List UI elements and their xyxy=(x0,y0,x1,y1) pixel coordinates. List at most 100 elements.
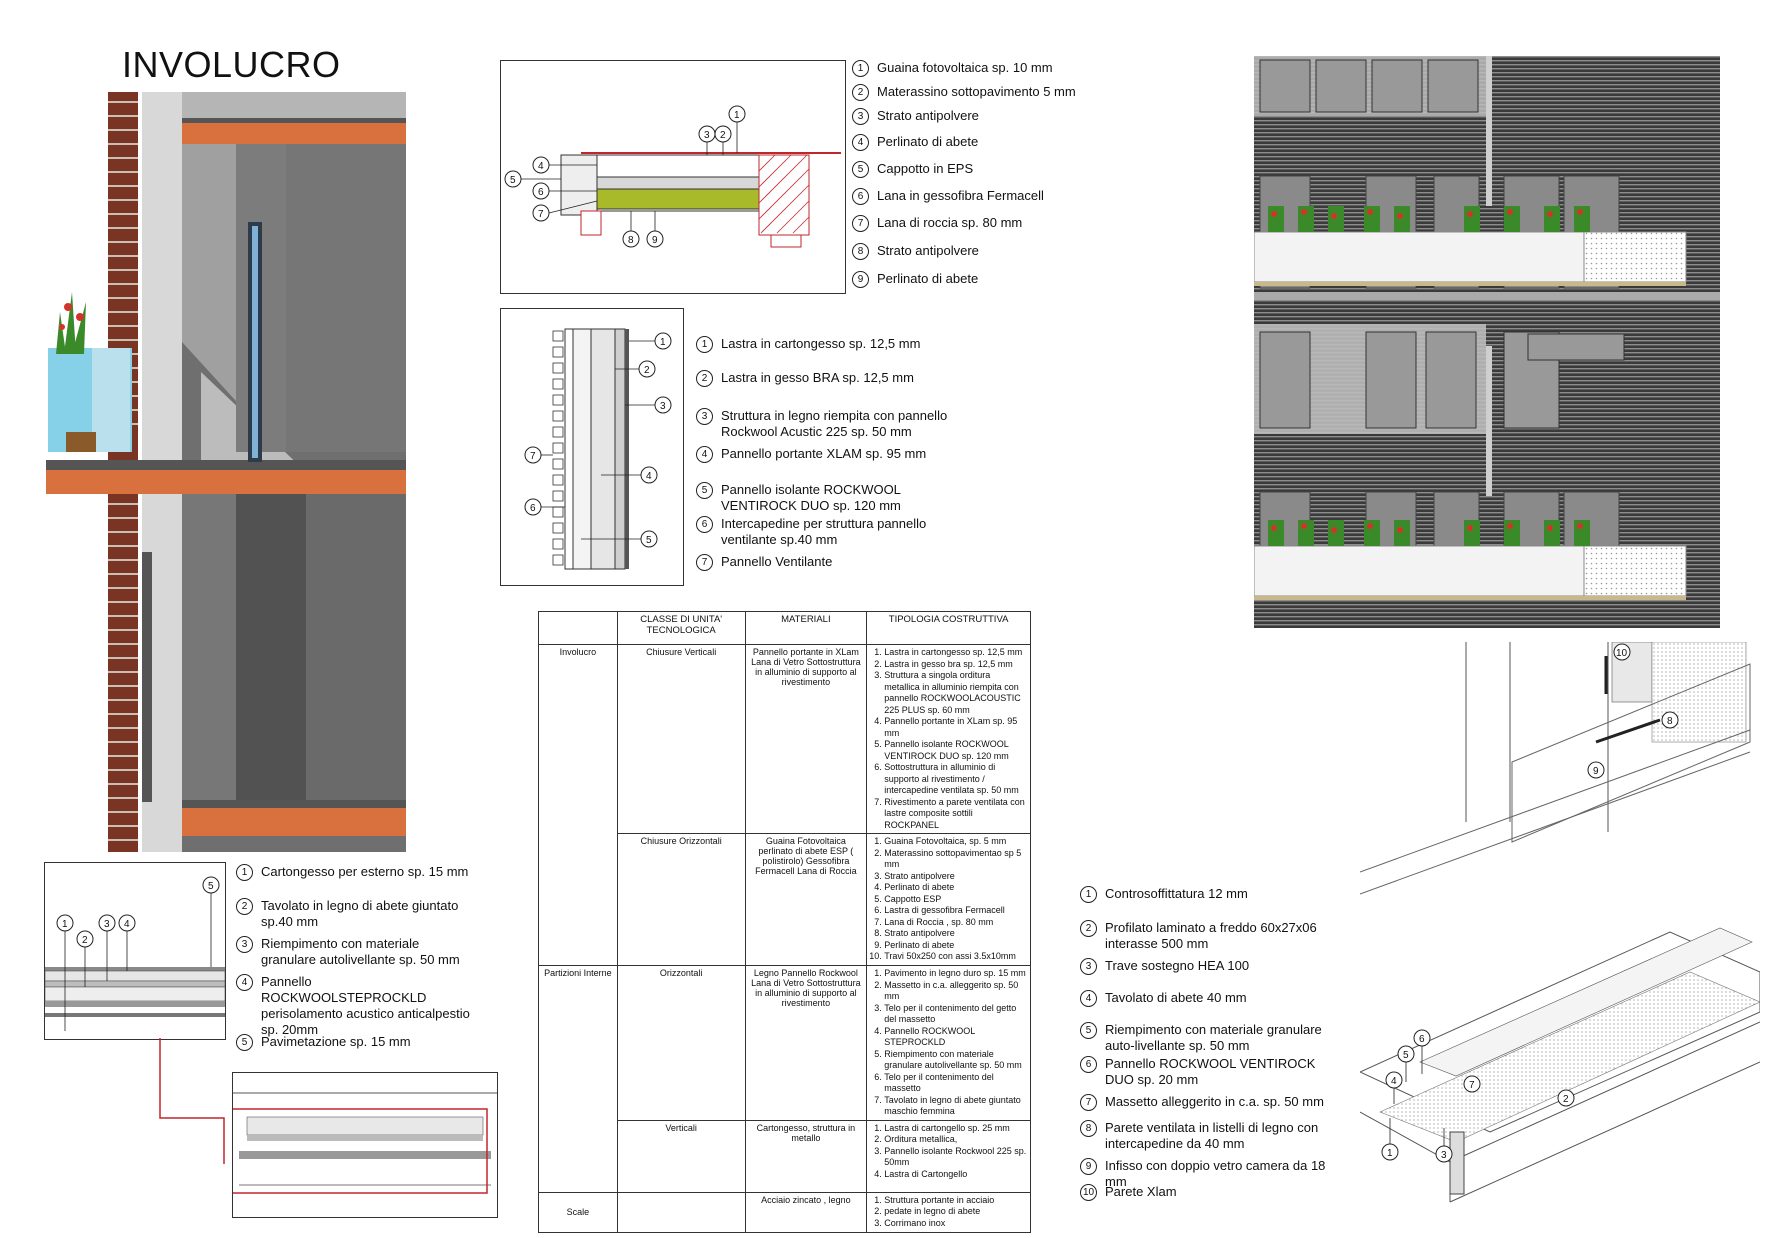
table-row: Involucro Chiusure Verticali Pannello po… xyxy=(538,644,1031,966)
svg-text:4: 4 xyxy=(124,919,130,930)
svg-text:3: 3 xyxy=(704,130,710,141)
tipologia-cell: Lastra di cartongello sp. 25 mm Orditura… xyxy=(866,1119,1031,1193)
table-row: Verticali Cartongesso, struttura in meta… xyxy=(539,1119,1031,1193)
tipologia-cell: Struttura portante in acciaio pedate in … xyxy=(866,1191,1031,1233)
zoom-connector xyxy=(159,1038,225,1164)
svg-text:7: 7 xyxy=(530,451,536,462)
svg-text:8: 8 xyxy=(1667,716,1673,727)
wall-detail-drawing: 1 2 3 4 5 6 7 xyxy=(524,328,672,570)
svg-text:6: 6 xyxy=(538,187,544,198)
svg-text:7: 7 xyxy=(1469,1080,1475,1091)
svg-text:5: 5 xyxy=(1403,1050,1409,1061)
materiali-cell: Pannello portante in XLam Lana di Vetro … xyxy=(744,644,868,834)
classe-cell: Chiusure Orizzontali xyxy=(616,833,746,966)
svg-text:4: 4 xyxy=(1391,1076,1397,1087)
floor-zoom-drawing xyxy=(228,1092,497,1194)
materiali-cell: Guaina Fotovoltaica perlinato di abete E… xyxy=(744,833,868,966)
tipologia-cell: Lastra in cartongesso sp. 12,5 mm Lastra… xyxy=(866,644,1031,834)
svg-text:3: 3 xyxy=(660,401,666,412)
svg-text:6: 6 xyxy=(1419,1034,1425,1045)
svg-text:9: 9 xyxy=(1593,766,1599,777)
svg-text:3: 3 xyxy=(1441,1150,1447,1161)
group-label: Scale xyxy=(538,1191,618,1233)
roof-detail-drawing: 1 2 3 4 5 6 7 8 9 xyxy=(504,105,841,248)
svg-text:7: 7 xyxy=(538,209,544,220)
classe-cell: Orizzontali xyxy=(616,965,746,1121)
svg-text:8: 8 xyxy=(628,235,634,246)
svg-text:4: 4 xyxy=(538,161,544,172)
facade-elevation xyxy=(1254,56,1720,628)
roof-detail-box: 1 2 3 4 5 6 7 8 9 xyxy=(500,60,846,294)
group-label: Involucro xyxy=(538,644,618,966)
wall-detail-box: 1 2 3 4 5 6 7 xyxy=(500,308,684,586)
group-label: Partizioni Interne xyxy=(538,965,618,1193)
table-header: CLASSE DI UNITA' TECNOLOGICA xyxy=(616,611,746,645)
svg-text:2: 2 xyxy=(1563,1094,1569,1105)
table-header-row: CLASSE DI UNITA' TECNOLOGICA MATERIALI T… xyxy=(538,611,1031,645)
table-row: Chiusure Orizzontali Guaina Fotovoltaica… xyxy=(539,833,1031,966)
tipologia-cell: Guaina Fotovoltaica, sp. 5 mm Materassin… xyxy=(866,833,1031,966)
svg-text:5: 5 xyxy=(646,535,652,546)
svg-text:6: 6 xyxy=(530,503,536,514)
facade-section-render xyxy=(46,92,406,852)
svg-text:3: 3 xyxy=(104,919,110,930)
svg-text:5: 5 xyxy=(208,881,214,892)
floor-zoom-box xyxy=(228,1072,498,1218)
svg-text:2: 2 xyxy=(720,130,726,141)
svg-text:1: 1 xyxy=(1387,1148,1393,1159)
materials-table: CLASSE DI UNITA' TECNOLOGICA MATERIALI T… xyxy=(538,611,1031,1233)
svg-text:2: 2 xyxy=(644,365,650,376)
materiali-cell: Acciaio zincato , legno xyxy=(744,1191,868,1233)
table-header: MATERIALI xyxy=(744,611,868,645)
svg-text:5: 5 xyxy=(510,175,516,186)
materiali-cell: Legno Pannello Rockwool Lana di Vetro So… xyxy=(744,965,868,1121)
svg-text:1: 1 xyxy=(734,110,740,121)
table-row: Partizioni Interne Orizzontali Legno Pan… xyxy=(538,965,1031,1193)
svg-text:1: 1 xyxy=(62,919,68,930)
svg-text:10: 10 xyxy=(1616,648,1628,659)
table-header: TIPOLOGIA COSTRUTTIVA xyxy=(866,611,1031,645)
svg-text:9: 9 xyxy=(652,235,658,246)
table-row: Scale Acciaio zincato , legno Struttura … xyxy=(538,1191,1031,1233)
classe-cell: Verticali xyxy=(616,1119,746,1193)
axonometric-detail: 10 8 9 7 6 5 4 2 3 1 xyxy=(1360,642,1760,1203)
floor-detail-drawing: 1 2 3 4 5 xyxy=(44,876,226,1031)
table-header xyxy=(538,611,618,645)
svg-text:1: 1 xyxy=(660,337,666,348)
svg-text:4: 4 xyxy=(646,471,652,482)
page-title: INVOLUCRO xyxy=(122,44,341,85)
svg-text:2: 2 xyxy=(82,935,88,946)
materiali-cell: Cartongesso, struttura in metallo xyxy=(744,1119,868,1193)
floor-detail-box: 1 2 3 4 5 xyxy=(44,862,226,1040)
classe-cell xyxy=(616,1191,746,1233)
